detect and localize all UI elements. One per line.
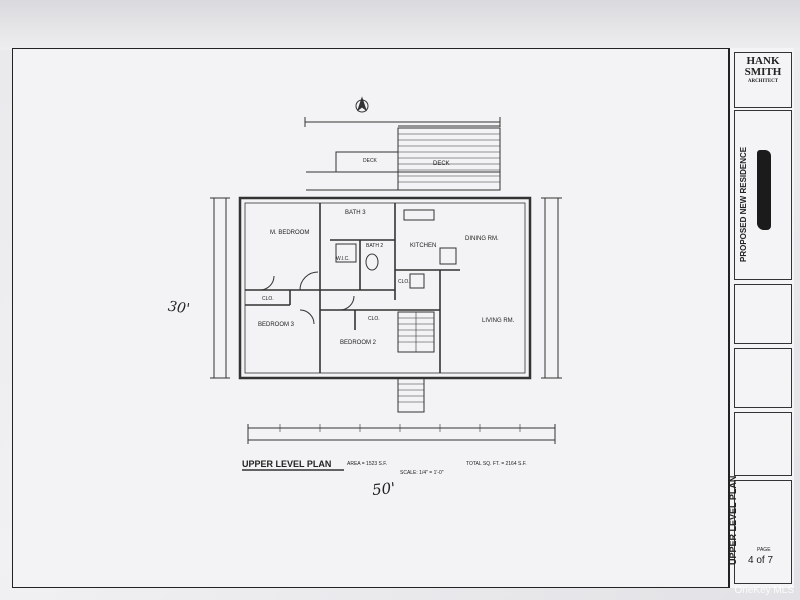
watermark: OneKey MLS — [734, 585, 794, 596]
room-label-clo-3: CLO. — [368, 316, 380, 322]
firm-name-line1: HANK — [746, 55, 780, 67]
room-label-bath2: BATH 2 — [366, 243, 384, 249]
room-label-bedroom2: BEDROOM 2 — [340, 340, 377, 346]
notes-box — [734, 284, 792, 344]
sheet-box — [734, 480, 792, 584]
exterior-walls — [238, 196, 532, 380]
room-label-deck: DECK — [363, 158, 377, 164]
project-box — [734, 110, 792, 280]
redaction-mark — [757, 150, 771, 230]
room-label-m-bedroom: M. BEDROOM — [270, 230, 310, 236]
plan-total-sqft: TOTAL SQ. FT. = 2164 S.F. — [466, 461, 527, 467]
room-label-bath3: BATH 3 — [345, 210, 366, 216]
sheet-number: 4 of 7 — [748, 555, 774, 566]
room-label-kitchen: KITCHEN — [410, 243, 437, 249]
firm-box: HANK SMITH ARCHITECT — [734, 52, 792, 108]
handwritten-width: 50' — [371, 478, 397, 500]
revisions-box — [734, 348, 792, 408]
info-box — [734, 412, 792, 476]
project-title: PROPOSED NEW RESIDENCE — [739, 146, 748, 262]
firm-name-line2: SMITH — [744, 66, 782, 78]
deck-outline — [397, 127, 501, 191]
plan-title: UPPER LEVEL PLAN — [242, 459, 332, 469]
room-label-wic: W.I.C. — [336, 256, 350, 262]
room-label-clo-1: CLO. — [262, 296, 274, 302]
sheet-label: PAGE — [757, 547, 771, 553]
sheet-title-vertical: UPPER LEVEL PLAN — [728, 475, 738, 565]
room-label-bedroom3: BEDROOM 3 — [258, 322, 295, 328]
room-label-deck-main: DECK — [433, 161, 450, 167]
handwritten-depth: 30' — [166, 298, 191, 318]
room-label-clo-2: CLO. — [398, 279, 410, 285]
paper-fold — [0, 0, 800, 50]
room-label-living: LIVING RM. — [482, 318, 515, 324]
plan-area: AREA = 1523 S.F. — [347, 461, 388, 467]
room-label-dining: DINING RM. — [465, 236, 499, 242]
plan-scale: SCALE: 1/4" = 1'-0" — [400, 470, 444, 476]
firm-name-line3: ARCHITECT — [747, 79, 779, 84]
title-block: HANK SMITH ARCHITECT — [728, 48, 794, 588]
